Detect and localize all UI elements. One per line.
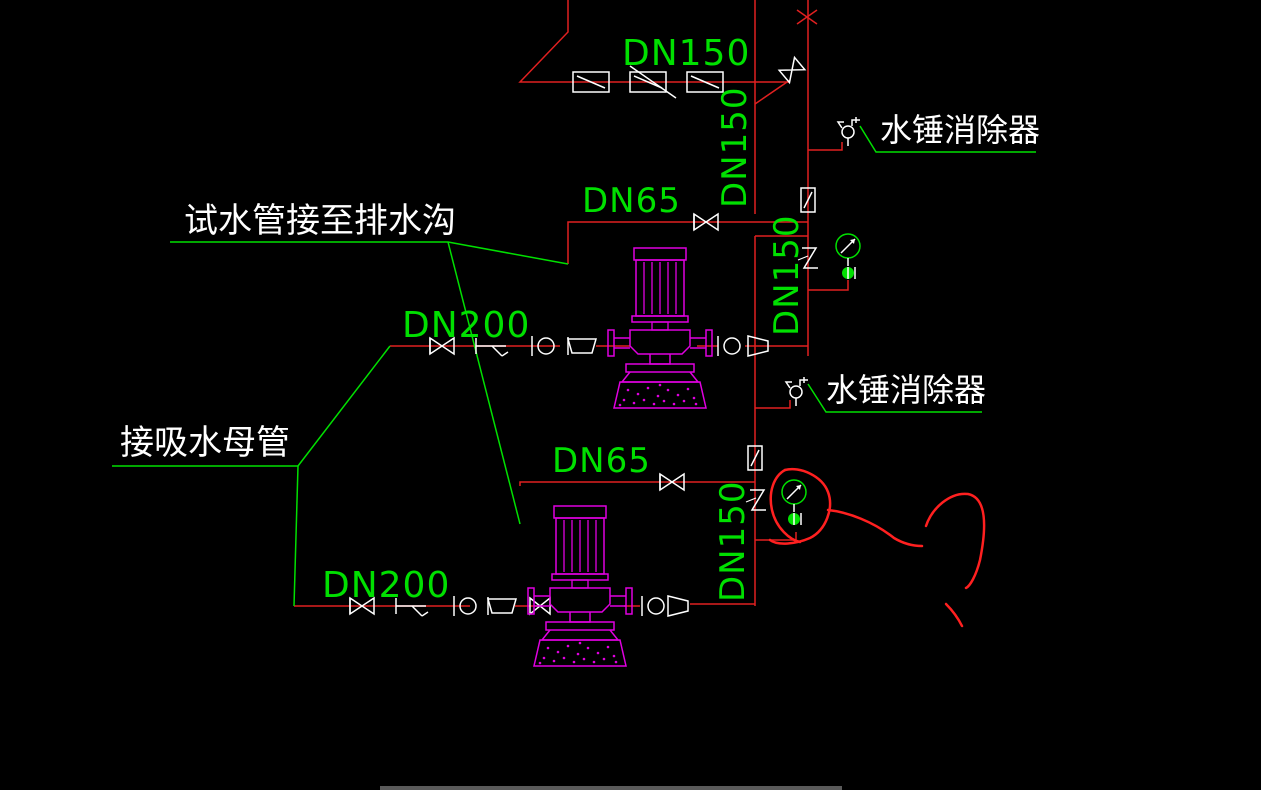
dn150-vertical-lower-label: DN150 xyxy=(713,480,753,602)
water-hammer-upper-note: 水锤消除器 xyxy=(880,111,1041,149)
dn150-vertical-mid-label: DN150 xyxy=(767,214,807,336)
dn200-lower-label: DN200 xyxy=(322,565,451,606)
water-hammer-lower-note: 水锤消除器 xyxy=(826,371,987,409)
test-pipe-note: 试水管接至排水沟 xyxy=(184,201,456,241)
dn150-top-label: DN150 xyxy=(622,33,751,74)
horizontal-scrollbar[interactable] xyxy=(380,786,842,790)
label-leaders xyxy=(112,125,1036,607)
dn65-upper-label: DN65 xyxy=(582,181,681,221)
top-fittings xyxy=(572,9,861,213)
dn200-upper-label: DN200 xyxy=(402,305,531,346)
suction-main-note: 接吸水母管 xyxy=(120,423,290,463)
dn65-lower-label: DN65 xyxy=(552,441,651,481)
red-markup-annotation[interactable] xyxy=(768,467,986,628)
dn150-vertical-upper-label: DN150 xyxy=(715,86,755,208)
pipe-network xyxy=(294,0,849,607)
